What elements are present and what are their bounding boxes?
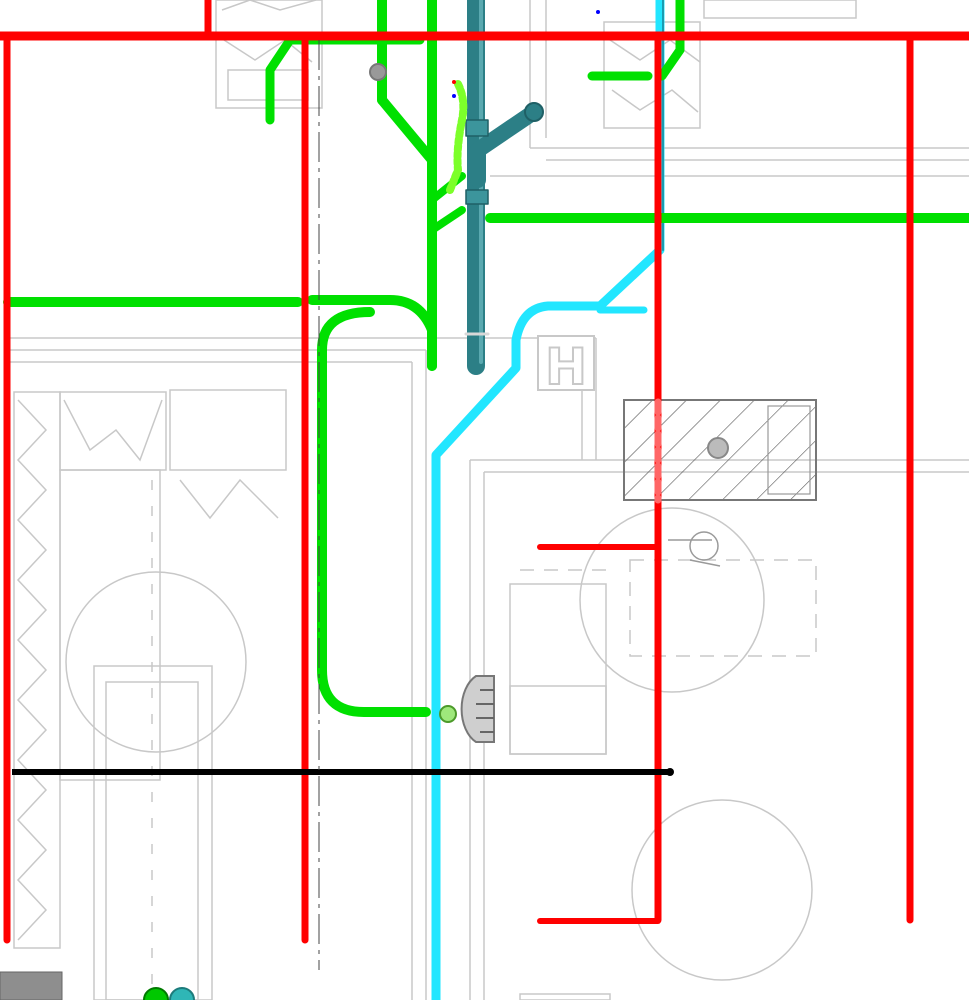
section-line-end [666, 768, 674, 776]
cyan-main-pipe [431, 0, 665, 1000]
marker-dot-icon [452, 94, 456, 98]
arch-counter-detail [63, 399, 163, 462]
green-diagonal [428, 206, 466, 234]
grey-block-bottom-left [0, 971, 63, 1000]
arch-room-outline [93, 665, 213, 1000]
arch-cabinet-column [13, 391, 61, 949]
cyan-pipe-layer [431, 0, 665, 1000]
drain-icon [707, 437, 729, 459]
arch-fixture-bottom [519, 993, 611, 1000]
fixture-small-circle [689, 531, 719, 561]
fixture-h-label: H [545, 338, 587, 396]
green-top-right-hook [657, 0, 685, 81]
valve-icon [460, 675, 495, 743]
fixture-small-symbol [668, 531, 721, 567]
hatched-equipment-box [623, 399, 817, 501]
fixture-small-line [689, 559, 721, 567]
green-valve-icon [439, 705, 457, 723]
arch-cabinet-zigzag [16, 399, 48, 941]
green-pipe-drain-icon [369, 63, 387, 81]
teal-branch-pipe [470, 104, 542, 188]
green-branch [377, 95, 437, 165]
hatched-box-inner [767, 405, 811, 495]
section-line-layer [12, 768, 674, 776]
marker-dot-icon [596, 10, 600, 14]
arch-table-outline [509, 583, 607, 755]
arch-table-circle [631, 799, 813, 981]
arch-counter-detail [179, 478, 279, 520]
marker-dot-icon [452, 80, 456, 84]
arch-table-outline [509, 685, 607, 755]
teal-fitting [465, 119, 489, 137]
arch-room-outline [105, 681, 199, 1000]
architecture-layer [10, 0, 969, 1000]
arch-table-outline [629, 559, 817, 657]
arch-counter [169, 389, 287, 471]
teal-pipe-layer [464, 0, 544, 375]
teal-branch-cap [524, 102, 544, 122]
arch-room-outline [59, 469, 161, 781]
fixture-h-symbol: H [537, 335, 595, 397]
fixture-h-frame [537, 335, 595, 391]
green-loop-pipe-down [317, 307, 431, 717]
teal-fitting [465, 189, 489, 205]
green-valve-fitting [369, 63, 457, 723]
pipe-end-teal-icon [169, 987, 195, 1000]
arch-table-circle [579, 507, 765, 693]
arch-fixture-top-far-right [703, 0, 857, 19]
arch-table-circle [65, 571, 247, 753]
valve-body [460, 675, 495, 743]
green-pipe-layer [3, 0, 969, 717]
arch-cabinet-detail [223, 39, 313, 63]
light-green-pipe-layer [446, 80, 468, 194]
arch-cabinet-detail [221, 0, 317, 11]
pipe-end-green-icon [143, 987, 169, 1000]
light-green-flex-pipe [446, 80, 468, 194]
